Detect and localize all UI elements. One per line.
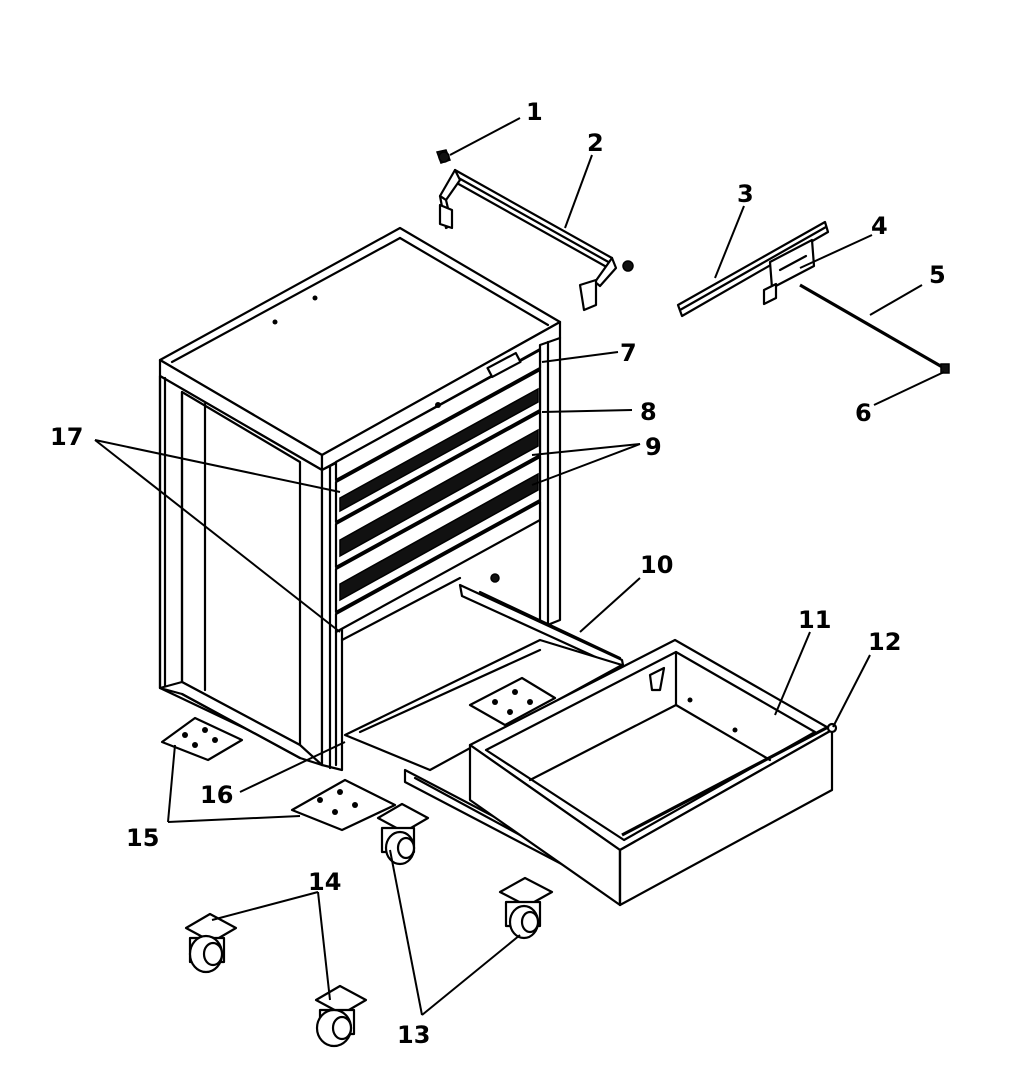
callout-5: 5 bbox=[929, 261, 946, 289]
callout-13: 13 bbox=[397, 1021, 430, 1049]
callout-10: 10 bbox=[640, 551, 673, 579]
caster-14a bbox=[184, 912, 238, 974]
callout-16: 16 bbox=[200, 781, 233, 809]
callout-4: 4 bbox=[871, 212, 888, 240]
caster-13b bbox=[498, 876, 554, 940]
slide-hardware bbox=[676, 220, 950, 374]
callout-12: 12 bbox=[868, 628, 901, 656]
leader-lines bbox=[94, 117, 945, 1016]
callout-15: 15 bbox=[126, 824, 159, 852]
callout-17: 17 bbox=[50, 423, 83, 451]
callout-2: 2 bbox=[587, 129, 604, 157]
callout-11: 11 bbox=[798, 606, 831, 634]
callout-7: 7 bbox=[620, 339, 637, 367]
callout-1: 1 bbox=[526, 98, 543, 126]
callout-9: 9 bbox=[645, 433, 662, 461]
caster-plates bbox=[160, 676, 557, 832]
bottom-drawer bbox=[343, 573, 838, 907]
callout-labels: 1 2 3 4 5 6 7 8 9 10 11 12 13 14 15 16 1… bbox=[50, 98, 946, 1049]
caster-wheels bbox=[184, 802, 554, 1048]
callout-14: 14 bbox=[308, 868, 341, 896]
caster-13a bbox=[376, 802, 430, 866]
callout-6: 6 bbox=[855, 399, 872, 427]
caster-14b bbox=[314, 984, 368, 1048]
handle-assembly bbox=[436, 149, 634, 312]
cabinet-body bbox=[158, 226, 562, 772]
callout-3: 3 bbox=[737, 180, 754, 208]
callout-8: 8 bbox=[640, 398, 657, 426]
